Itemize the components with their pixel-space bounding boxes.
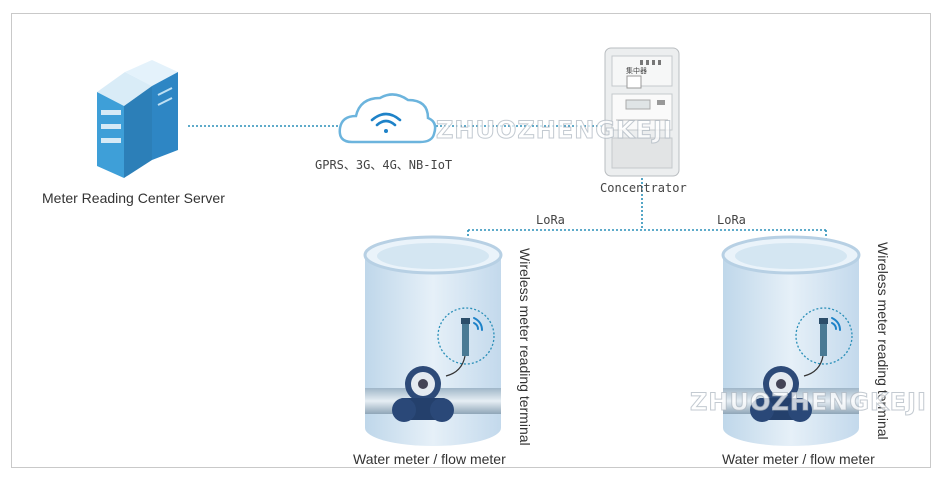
concentrator-device: [604, 47, 680, 177]
meter-label-right: Water meter / flow meter: [722, 451, 875, 467]
diagram-frame: [11, 13, 931, 468]
meter-label-left: Water meter / flow meter: [353, 451, 506, 467]
watermark-top: ZHUOZHENGKEJI: [436, 116, 673, 145]
network-label: GPRS、3G、4G、NB-IoT: [315, 158, 453, 172]
wifi-icon: [370, 112, 402, 133]
server-icon: [97, 60, 178, 178]
terminal-label-right: Wireless meter reading terminal: [875, 242, 891, 440]
concentrator-label: Concentrator: [600, 181, 687, 195]
terminal-label-left: Wireless meter reading terminal: [517, 248, 533, 446]
meter-unit-right: [721, 235, 861, 446]
cloud-icon: [338, 93, 437, 144]
meter-unit-left: [363, 235, 503, 446]
watermark-bottom: ZHUOZHENGKEJI: [690, 388, 927, 417]
concentrator-device-text: 集中器: [626, 67, 647, 75]
server-label: Meter Reading Center Server: [42, 190, 225, 206]
lora-label-right: LoRa: [717, 213, 746, 227]
lora-label-left: LoRa: [536, 213, 565, 227]
